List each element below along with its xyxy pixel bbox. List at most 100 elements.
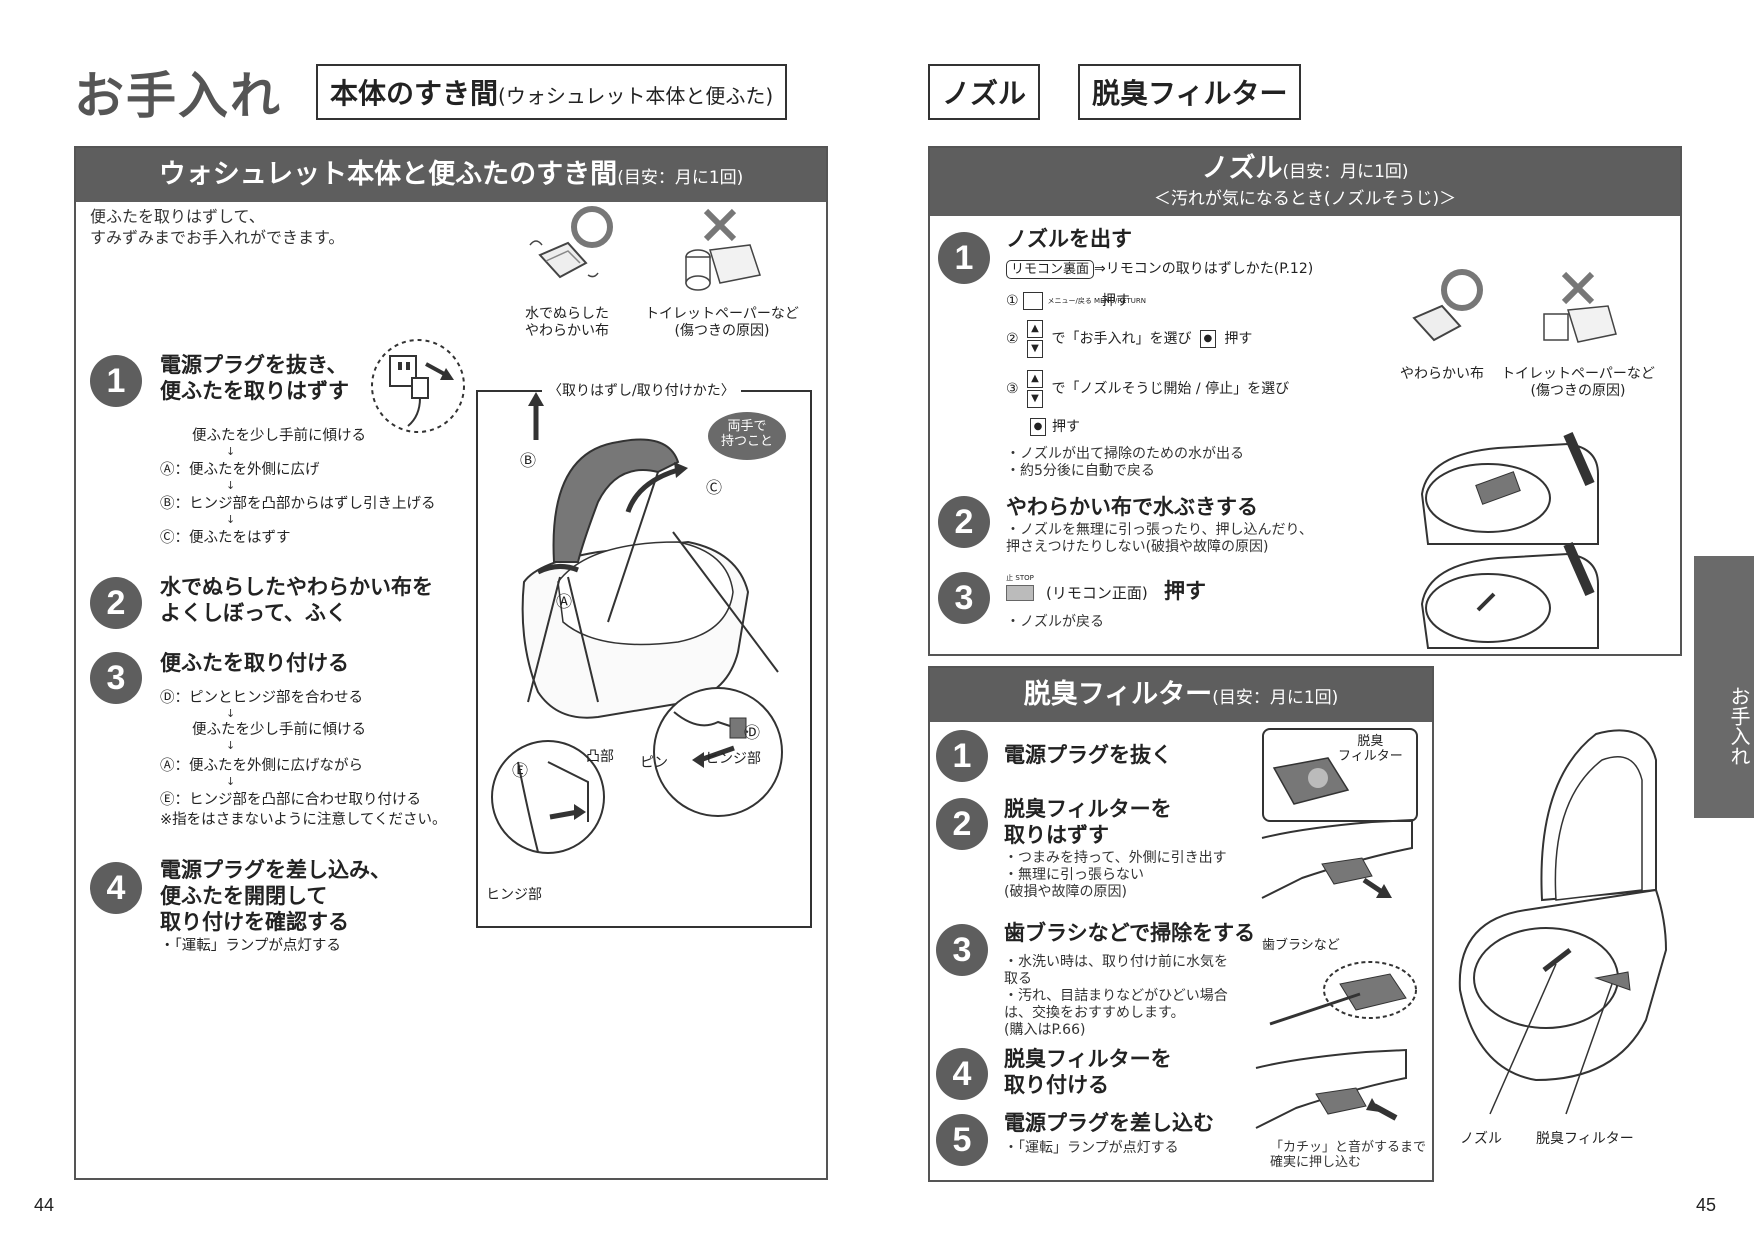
nozzle-step-1-title: ノズルを出す [1006,227,1132,251]
nozzle-label: ノズル [1460,1131,1502,1147]
filter-callout-box [1262,728,1418,822]
step-1-line-2: Ⓐ：便ふたを外側に広げ [160,462,320,478]
filter-removal-illustration [1261,818,1413,899]
left-panel-header: ウォシュレット本体と便ふたのすき間(目安：月に1回) [76,148,826,202]
substep-1-text: 押す [1101,293,1130,309]
removal-title: 〈取りはずし/取り付けかた〉 [542,380,741,400]
section-title-sub: (ウォシュレット本体と便ふた) [498,84,774,108]
nozzle-step-3-note: ・ノズルが戻る [1006,614,1104,630]
both-hands-badge: 両手で 持つこと [708,412,786,460]
nozzle-step-1-number: 1 [938,232,990,284]
label-hinge-2: ヒンジ部 [486,887,542,903]
step-1-title: 電源プラグを抜き、 便ふたを取りはずす [160,353,349,403]
ng-paper-icon [1543,271,1617,343]
label-c: Ⓒ [706,478,723,497]
nozzle-panel-subtitle: ＜汚れが気になるとき(ノズルそうじ)＞ [1153,189,1457,209]
label-convex: 凸部 [586,749,614,765]
page-number-left: 44 [34,1195,55,1215]
step-4-title: 電源プラグを差し込み、 便ふたを開閉して 取り付けを確認する [160,858,391,934]
filter-part-icon [1272,757,1350,805]
nozzle-step-1-notes: ・ノズルが出て掃除のための水が出る ・約5分後に自動で戻る [1006,446,1244,479]
filter-step-2-notes: ・つまみを持って、外側に引き出す ・無理に引っ張らない (破損や故障の原因) [1004,850,1227,900]
step-1-line-3: Ⓑ：ヒンジ部を凸部からはずし引き上げる [160,496,436,512]
nozzle-title-box: ノズル [928,64,1041,120]
nozzle-substep-2: ② ▲▼ で「お手入れ」を選び ● 押す [1006,320,1252,358]
filter-step-1-title: 電源プラグを抜く [1004,743,1172,767]
remote-back-tag: リモコン裏面 [1006,260,1095,279]
step-3-number: 3 [90,652,142,704]
label-b: Ⓑ [520,451,537,470]
label-e: Ⓔ [512,761,529,780]
deodorize-filter-label: 脱臭フィルター [1536,1131,1634,1147]
step-1-line-1: 便ふたを少し手前に傾ける [192,428,366,444]
label-pin: ピン [640,755,668,771]
nozzle-cleaning-illustration [1420,431,1599,649]
nozzle-substep-4: ●押す [1030,416,1080,436]
filter-step-3-notes: ・水洗い時は、取り付け前に水気を 取る ・汚れ、目詰まりなどがひどい場合 は、交… [1004,954,1228,1038]
step-3-caution: ※指をはさまないように注意してください。 [160,812,447,828]
remote-reference: リモコン裏面⇒リモコンの取りはずしかた(P.12) [1006,258,1313,279]
step-1-number: 1 [90,355,142,407]
page-number-right: 45 [1696,1195,1717,1215]
section-title: 本体のすき間(ウォシュレット本体と便ふた) [316,64,788,120]
label-a: Ⓐ [556,592,573,611]
step-2-title: 水でぬらしたやわらかい布を よくしぼって、ふく [160,575,433,625]
up-down-key-icon: ▲▼ [1027,320,1044,358]
menu-return-key-icon [1023,292,1044,310]
substep-2-text: で「お手入れ」を選び [1051,331,1192,347]
filter-step-4-number: 4 [936,1048,988,1100]
step-3-line-1: Ⓓ：ピンとヒンジ部を合わせる [160,690,363,706]
step-3-title: 便ふたを取り付ける [160,651,349,675]
filter-step-4-title: 脱臭フィルターを 取り付ける [1004,1047,1172,1097]
enter-key-icon: ● [1199,330,1216,348]
arrow-down-icon: ↓ [226,739,236,752]
nozzle-step-3-title: 押す [1164,579,1206,603]
nozzle-panel-frequency: (目安：月に1回) [1282,162,1409,182]
arrow-down-icon: ↓ [226,707,236,720]
power-plug-icon [371,339,465,433]
section-title-main: 本体のすき間 [330,77,499,110]
step-3-line-2: 便ふたを少し手前に傾ける [192,722,366,738]
filter-step-2-title: 脱臭フィルターを 取りはずす [1004,797,1172,847]
step-3-line-4: Ⓔ：ヒンジ部を凸部に合わせ取り付ける [160,792,421,808]
filter-step-5-title: 電源プラグを差し込む [1004,1111,1214,1135]
nozzle-step-2-title: やわらかい布で水ぶきする [1006,495,1258,519]
stop-button-label: 止 STOP [1006,574,1034,582]
step-4-number: 4 [90,862,142,914]
nozzle-substep-1: ① メニュー/戻る MENU/RETURN 押す [1006,290,1147,310]
enter-key-icon: ● [1030,418,1046,436]
remote-reference-text: ⇒リモコンの取りはずしかた(P.12) [1094,261,1314,277]
nozzle-panel-title: ノズル [1201,153,1283,184]
step-3-line-3: Ⓐ：便ふたを外側に広げながら [160,758,363,774]
filter-panel-frequency: (目安：月に1回) [1212,688,1339,708]
remote-front-label: (リモコン正面) [1046,584,1148,602]
nozzle-substep-3: ③ ▲▼ で「ノズルそうじ開始 / 停止」を選び [1006,370,1289,408]
toilet-lid-removal-illustration [491,392,783,854]
filter-label: 脱臭 フィルター [1338,734,1403,764]
side-tab-care[interactable]: お手入れ [1694,556,1754,818]
menu-return-key-label: メニュー/戻る MENU/RETURN [1047,297,1147,305]
click-caption: 「カチッ」と音がするまで 確実に押し込む [1270,1140,1427,1170]
substep-3-prefix: ③ [1006,381,1019,397]
toothbrush-label: 歯ブラシなど [1262,938,1340,953]
substep-2-prefix: ② [1006,331,1019,347]
filter-step-1-number: 1 [936,730,988,782]
filter-panel-title: 脱臭フィルター [1023,679,1213,710]
filter-step-3-number: 3 [936,924,988,976]
substep-3-text: で「ノズルそうじ開始 / 停止」を選び [1051,381,1290,397]
filter-step-5-note: ・「運転」ランプが点灯する [1004,1140,1179,1156]
step-4-note: ・「運転」ランプが点灯する [160,938,341,954]
arrow-down-icon: ↓ [226,775,236,788]
nozzle-panel-header: ノズル(目安：月に1回) ＜汚れが気になるとき(ノズルそうじ)＞ [930,148,1680,216]
label-d: Ⓓ [744,723,761,742]
ok-caption: 水でぬらした やわらかい布 [525,306,609,339]
ok-cloth-icon [1412,269,1483,342]
left-panel-frequency: (目安：月に1回) [617,168,744,188]
ng-caption: トイレットペーパーなど (傷つきの原因) [645,306,799,339]
ng-paper-icon [685,208,761,291]
filter-title-box: 脱臭フィルター [1078,64,1302,120]
nozzle-step-2-number: 2 [938,496,990,548]
substep-2-push: 押す [1224,331,1253,347]
left-panel-title: ウォシュレット本体と便ふたのすき間 [158,159,618,190]
nozzle-step-2-notes: ・ノズルを無理に引っ張ったり、押し込んだり、 押さえつけたりしない(破損や故障の… [1006,522,1313,555]
